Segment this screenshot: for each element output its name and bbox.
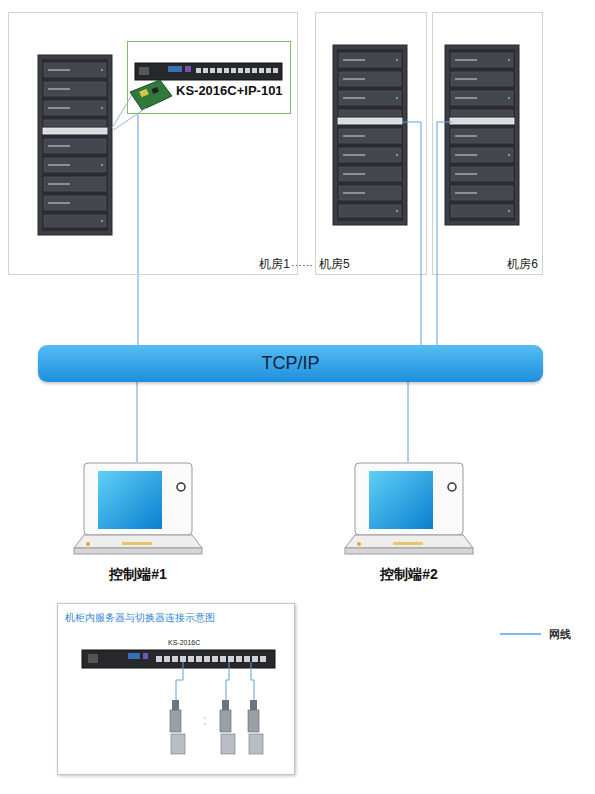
legend-text: 网线 — [549, 627, 571, 642]
room-box: 机房1 KS-2016C+IP-101 — [8, 12, 298, 275]
network-cable — [408, 382, 409, 462]
network-cable — [137, 382, 138, 462]
node-label: TCP/IP — [38, 353, 543, 374]
node-label: KS-2016C+IP-101 — [176, 83, 283, 98]
room-box: 机房5 — [315, 12, 427, 275]
node-label: 机房6 — [507, 256, 538, 273]
annotation: KS-2016C — [168, 639, 200, 646]
client-laptop: 控制端#1 — [72, 462, 204, 584]
node-label: 机柜内服务器与切换器连接示意图 — [65, 611, 215, 625]
annotation: ······ — [291, 259, 313, 271]
node-label: 控制端#1 — [72, 566, 204, 584]
client-laptop: 控制端#2 — [343, 462, 475, 584]
node-label: 机房5 — [319, 256, 350, 273]
network-cable — [138, 114, 139, 345]
inset-panel: 机柜内服务器与切换器连接示意图 — [57, 603, 295, 775]
device-box: KS-2016C+IP-101 — [127, 41, 291, 114]
network-band: TCP/IP — [38, 345, 543, 382]
node-label: 控制端#2 — [343, 566, 475, 584]
node-label: 机房1 — [259, 256, 290, 273]
room-box: 机房6 — [432, 12, 543, 275]
legend-line — [500, 633, 541, 635]
network-cable — [437, 275, 438, 345]
network-cable — [421, 275, 422, 345]
